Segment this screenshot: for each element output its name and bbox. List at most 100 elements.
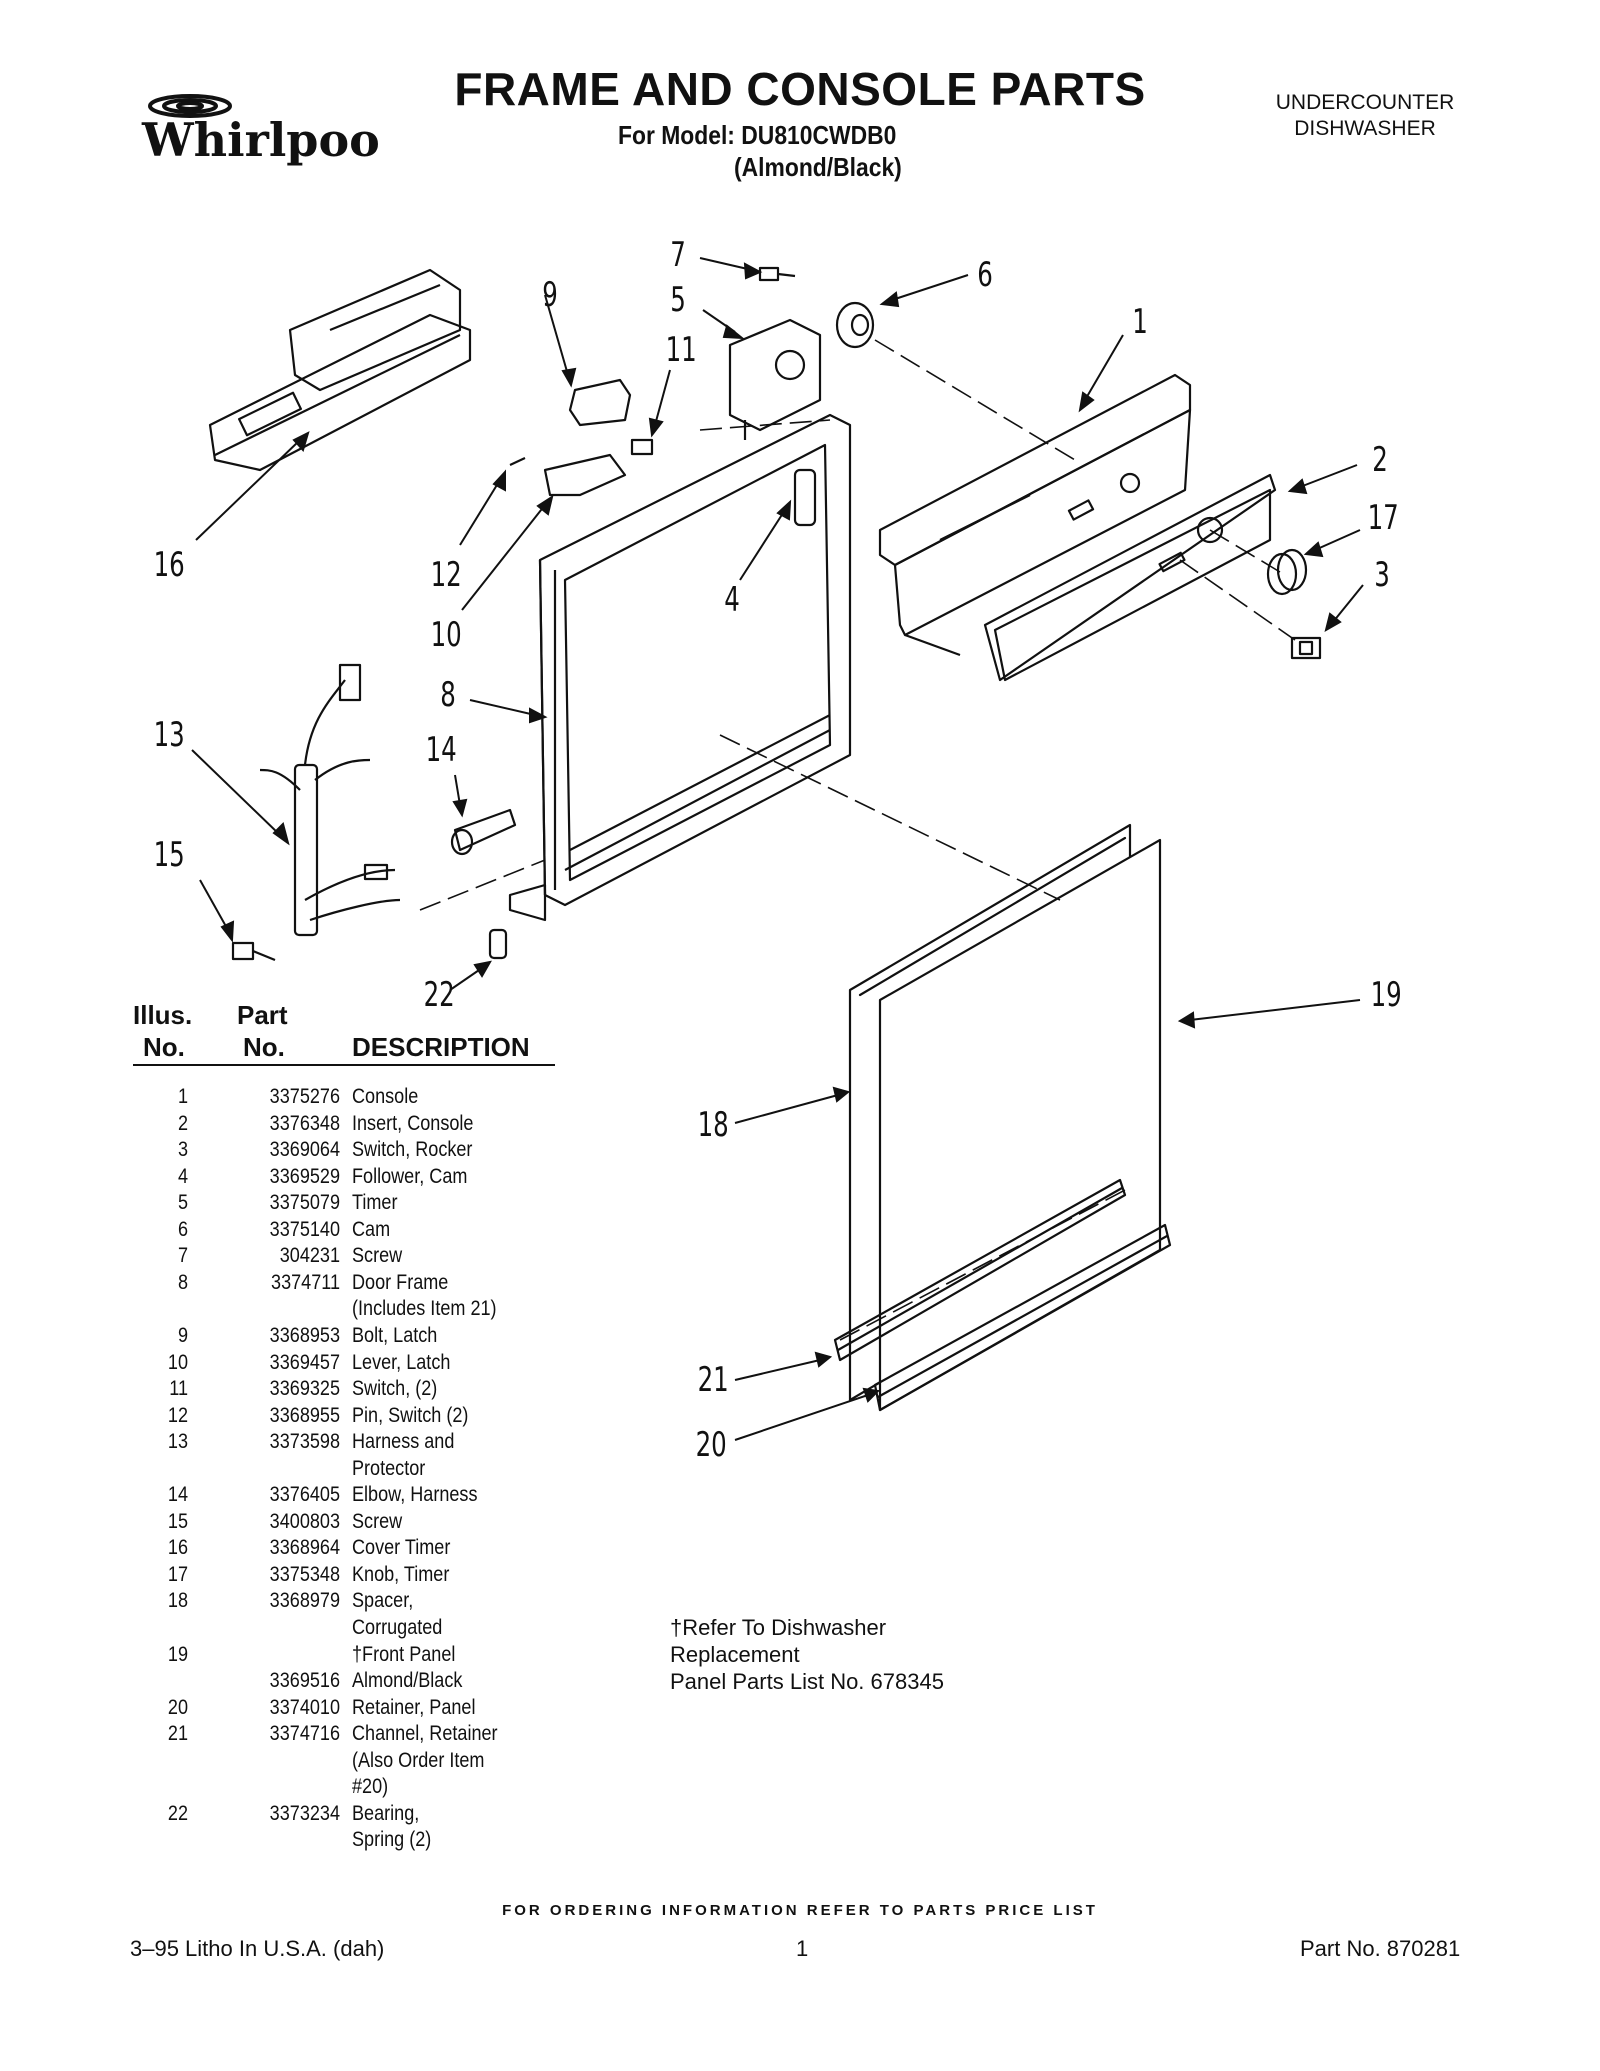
spring-bearing-part [488, 928, 508, 960]
description-cell: Door Frame [352, 1270, 449, 1294]
callout-4: 4 [724, 580, 740, 620]
part-number-cell: 3369064 [269, 1138, 340, 1162]
part-number-cell: 3374010 [269, 1695, 340, 1719]
door-frame-part [508, 413, 852, 922]
illus-number-cell: 6 [177, 1217, 188, 1241]
part-number-cell: 304231 [279, 1244, 340, 1268]
description-cell: Follower, Cam [352, 1164, 468, 1188]
illus-number-cell: 10 [167, 1350, 188, 1374]
description-cell: Channel, Retainer [352, 1722, 498, 1746]
part-number-cell: 3400803 [269, 1509, 340, 1533]
document-part-number: Part No. 870281 [1300, 1936, 1461, 1961]
illus-number-cell: 3 [177, 1138, 188, 1162]
part-number-cell: 3368955 [269, 1403, 340, 1427]
part-number-cell: 3375079 [269, 1191, 340, 1215]
note-line-1: †Refer To Dishwasher [670, 1615, 887, 1640]
description-cell: Knob, Timer [352, 1562, 450, 1586]
retainer-channel-part [833, 1178, 1127, 1362]
part-number-cell: 3369529 [269, 1164, 340, 1188]
callout-3: 3 [1374, 555, 1390, 595]
part-number-cell: 3368979 [269, 1589, 340, 1613]
category-line-1: UNDERCOUNTER [1275, 91, 1455, 114]
description-cell: Bearing, [352, 1801, 420, 1825]
illus-number-cell: 5 [177, 1191, 188, 1215]
callout-6: 6 [977, 255, 993, 295]
callout-10: 10 [430, 615, 462, 655]
illus-number-cell: 22 [167, 1801, 188, 1825]
part-number-cell: 3375140 [269, 1217, 340, 1241]
callout-20: 20 [695, 1425, 727, 1465]
col-illus-line1: Illus. [133, 1000, 193, 1030]
illus-number-cell: 16 [167, 1536, 188, 1560]
description-cell: Cam [352, 1217, 391, 1241]
part-number-cell: 3375348 [269, 1562, 340, 1586]
rocker-switch-part [1290, 636, 1322, 660]
illus-number-cell: 12 [167, 1403, 188, 1427]
litho-info: 3–95 Litho In U.S.A. (dah) [130, 1936, 385, 1961]
description-cell: Harness and [352, 1430, 455, 1454]
description-cell: Switch, (2) [352, 1377, 438, 1401]
part-number-cell: 3369325 [269, 1377, 340, 1401]
callout-16: 16 [153, 545, 185, 585]
description-cell: Spring (2) [352, 1828, 432, 1852]
description-cell: Bolt, Latch [352, 1323, 438, 1347]
callout-17: 17 [1367, 498, 1399, 538]
col-description: DESCRIPTION [352, 1032, 530, 1062]
part-number-cell: 3376405 [269, 1483, 340, 1507]
illus-number-cell: 14 [167, 1483, 188, 1507]
harness-part [259, 663, 401, 937]
description-cell: Corrugated [352, 1616, 443, 1639]
description-cell: Spacer, [352, 1589, 414, 1613]
callout-8: 8 [440, 675, 456, 715]
col-part-line2: No. [243, 1032, 285, 1062]
illus-number-cell: 18 [167, 1589, 188, 1613]
product-category: UNDERCOUNTER DISHWASHER [1230, 90, 1500, 142]
description-cell: Elbow, Harness [352, 1483, 478, 1507]
console-part [878, 373, 1192, 657]
illus-number-cell: 4 [177, 1164, 188, 1188]
description-cell: Cover Timer [352, 1536, 451, 1560]
description-cell: (Includes Item 21) [352, 1297, 497, 1321]
page-title: FRAME AND CONSOLE PARTS [454, 63, 1146, 115]
callout-7: 7 [670, 235, 686, 275]
part-number-cell: 3373598 [269, 1430, 340, 1454]
illus-number-cell: 20 [167, 1695, 188, 1719]
part-number-cell: 3369516 [269, 1669, 340, 1693]
description-cell: #20) [352, 1775, 389, 1799]
description-cell: Switch, Rocker [352, 1138, 473, 1162]
col-illus-line2: No. [143, 1032, 185, 1062]
description-cell: †Front Panel [352, 1642, 456, 1666]
callout-5: 5 [670, 280, 686, 320]
callout-21: 21 [697, 1360, 729, 1400]
illus-number-cell: 13 [167, 1430, 188, 1454]
callout-12: 12 [430, 555, 462, 595]
callout-15: 15 [153, 835, 185, 875]
description-cell: Insert, Console [352, 1111, 474, 1135]
illus-number-cell: 15 [167, 1509, 188, 1533]
screw-part-15 [231, 941, 276, 962]
front-panel-part [878, 838, 1162, 1412]
timer-cover-part [208, 268, 472, 472]
callout-18: 18 [697, 1105, 729, 1145]
part-number-cell: 3376348 [269, 1111, 340, 1135]
callout-13: 13 [153, 715, 185, 755]
description-cell: Retainer, Panel [352, 1695, 476, 1719]
illus-number-cell: 7 [177, 1244, 188, 1268]
description-cell: Timer [352, 1191, 398, 1215]
illus-number-cell: 9 [177, 1323, 188, 1347]
callout-2: 2 [1372, 440, 1388, 480]
illus-number-cell: 11 [169, 1377, 188, 1401]
note-line-3: Panel Parts List No. 678345 [670, 1669, 944, 1694]
col-part-line1: Part [237, 1000, 288, 1030]
page-number: 1 [796, 1936, 809, 1961]
description-cell: Almond/Black [352, 1669, 463, 1693]
callout-9: 9 [542, 275, 558, 315]
part-number-cell: 3369457 [269, 1350, 340, 1374]
illus-number-cell: 21 [167, 1722, 188, 1746]
callout-14: 14 [425, 730, 457, 770]
cam-part [835, 301, 875, 349]
description-cell: Screw [352, 1244, 403, 1268]
part-number-cell: 3375276 [269, 1085, 340, 1108]
screw-part-7 [758, 266, 796, 282]
